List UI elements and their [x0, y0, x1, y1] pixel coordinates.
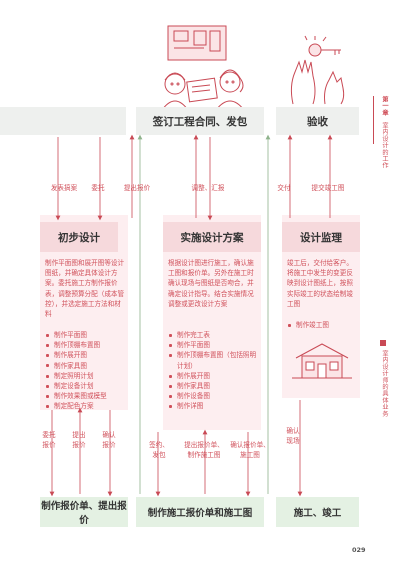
list-item: 制定设备计划 [45, 381, 127, 391]
paragraph-initial: 制作平面图和展开图等设计图纸，并确定具体设计方案。委托施工方制作报价表，调整预算… [45, 259, 125, 319]
list-item: 制作平面图 [45, 330, 127, 340]
list-item: 制作效果图或模型 [45, 391, 127, 401]
list-item: 制作详图 [168, 401, 258, 411]
footer-drawings: 制作施工报价单和施工图 [136, 497, 264, 527]
label-submit-quote-drawing: 提出报价单、 制作施工图 [184, 441, 224, 459]
list-item: 制定照明计划 [45, 371, 127, 381]
list-item: 制作完工表 [168, 330, 258, 340]
list-implement: 制作完工表 制作平面图 制作顶棚布置图（包括照明计划） 制作展开图 制作家具图 … [168, 330, 258, 412]
label-issue-request: 发表搞案 [50, 184, 78, 192]
header-stub [0, 107, 126, 135]
label-submit-quote-top: 提出报价 [123, 184, 151, 192]
label-sign-contract: 签约、 发包 [149, 441, 169, 459]
list-supervise: 制作竣工图 [287, 320, 359, 330]
header-contract: 签订工程合同、发包 [136, 107, 264, 135]
side-topic: 室内设计师的具体业务 [381, 350, 388, 417]
contract-illustration-icon [161, 25, 245, 111]
side-chapter-number: 第一章 [381, 96, 388, 117]
list-item: 制定配色方案 [45, 401, 127, 411]
list-item: 制作展开图 [45, 350, 127, 360]
list-item: 制作竣工图 [287, 320, 359, 330]
list-item: 制作家具图 [45, 361, 127, 371]
label-submit-completion: 提交竣工图 [311, 184, 345, 192]
side-chapter-title: 室内设计的工作 [381, 122, 388, 169]
label-deliver: 交付 [277, 184, 291, 192]
footer-construction: 施工、竣工 [276, 497, 359, 527]
label-submit-quote-bottom: 提出 报价 [72, 431, 86, 449]
side-rule-top [373, 96, 374, 144]
paragraph-supervise: 竣工后，交付给客户。将施工中发生的变更反映到设计图纸上，按照实际竣工的状态绘制竣… [287, 259, 353, 308]
list-item: 制作展开图 [168, 371, 258, 381]
label-entrust-quote: 委托 报价 [42, 431, 56, 449]
label-adjust-report: 调整、汇报 [191, 184, 225, 192]
list-item: 制作平面图 [168, 340, 258, 350]
list-item: 制作设备图 [168, 391, 258, 401]
list-item: 制作顶棚布置图 [45, 340, 127, 350]
list-initial: 制作平面图 制作顶棚布置图 制作展开图 制作家具图 制定照明计划 制定设备计划 … [45, 330, 127, 412]
page-number: 029 [352, 546, 366, 554]
house-illustration-icon [292, 343, 352, 379]
list-item: 制作顶棚布置图（包括照明计划） [168, 350, 258, 370]
list-item: 制作家具图 [168, 381, 258, 391]
label-confirm-site: 确认 现场 [286, 427, 300, 445]
key-illustration-icon [290, 35, 345, 105]
section-title-supervise: 设计监理 [282, 222, 360, 252]
section-title-initial: 初步设计 [40, 222, 118, 252]
section-title-implement: 实施设计方案 [163, 222, 261, 252]
paragraph-implement: 根据设计图进行施工，确认施工图和报价单。另外在施工时确认现场与图纸是否吻合，并确… [168, 259, 254, 308]
side-marker [380, 340, 386, 346]
label-confirm-quote-drawing: 确认报价单、 施工图 [230, 441, 270, 459]
label-confirm-quote: 确认 报价 [102, 431, 116, 449]
header-acceptance: 验收 [276, 107, 359, 135]
label-entrust: 委托 [91, 184, 105, 192]
footer-quote: 制作报价单、提出报价 [40, 497, 128, 527]
